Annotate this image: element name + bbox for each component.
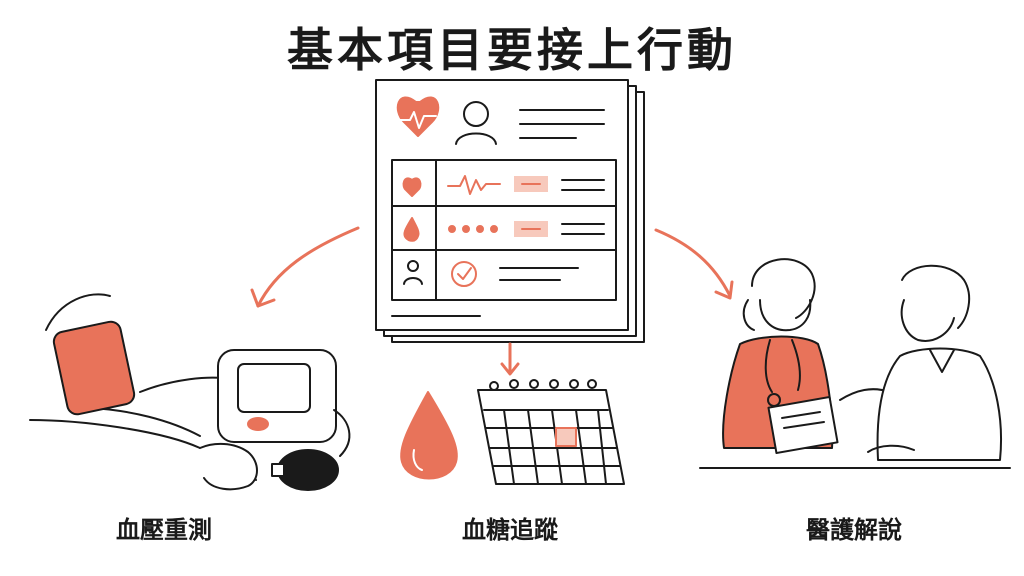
person-icon xyxy=(455,101,497,145)
heart-icon xyxy=(396,96,440,137)
label-blood-pressure: 血壓重測 xyxy=(116,516,212,544)
health-report-icon xyxy=(375,79,645,343)
check-circle-icon xyxy=(451,261,477,287)
label-blood-sugar: 血糖追蹤 xyxy=(462,516,558,544)
label-nurse-explain: 醫護解說 xyxy=(806,516,902,544)
arrow-to-nurse xyxy=(654,228,734,300)
blood-sugar-drop xyxy=(400,391,458,480)
arrow-to-blood-sugar xyxy=(500,342,520,376)
nurse-icon xyxy=(722,258,891,455)
page-title: 基本項目要接上行動 xyxy=(287,23,737,77)
calendar-icon xyxy=(477,379,625,485)
patient-icon xyxy=(867,264,1003,461)
blood-pressure-monitor-icon xyxy=(29,293,351,491)
arrow-to-blood-pressure xyxy=(250,226,360,308)
blood-drop-icon xyxy=(403,217,420,242)
